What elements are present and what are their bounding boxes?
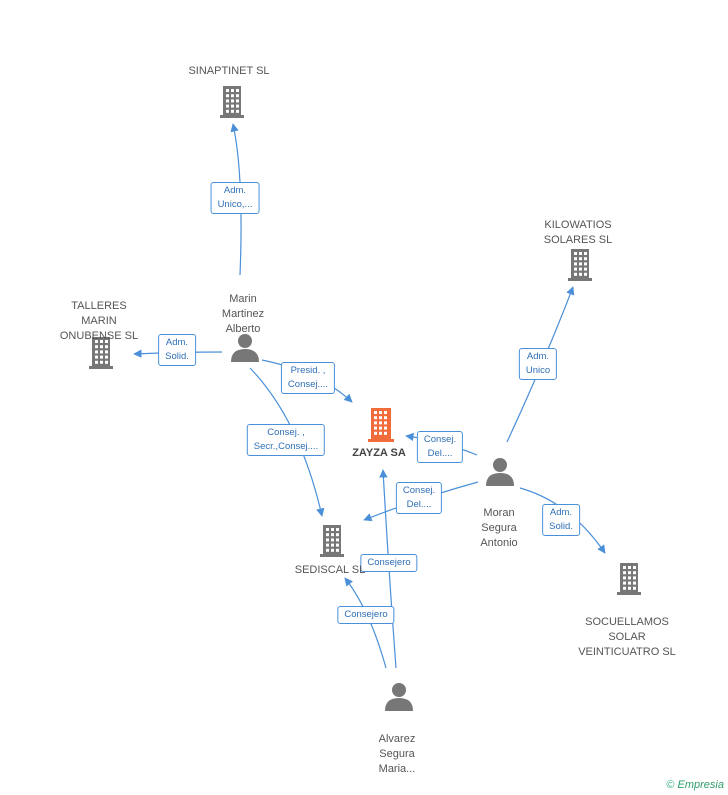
edge-label-moran-zayza[interactable]: Consej. Del.... [416, 431, 464, 463]
edge-label-moran-socuellamos[interactable]: Adm. Solid. [542, 504, 580, 536]
building-icon-kilowatios[interactable] [568, 249, 592, 281]
edge-label-alvarez-zayza[interactable]: Consejero [360, 554, 418, 572]
edge-label-marin-talleres[interactable]: Adm. Solid. [158, 334, 196, 366]
building-icon-sediscal[interactable] [320, 525, 344, 557]
node-label-zayza[interactable]: ZAYZA SA [352, 447, 406, 459]
person-icon-alvarez[interactable] [385, 683, 413, 711]
edge-label-marin-sinaptinet[interactable]: Adm. Unico,... [210, 182, 260, 214]
copyright-icon: © [666, 779, 675, 791]
footer-brand[interactable]: ©Empresia [666, 779, 724, 791]
node-label-kilowatios[interactable]: KILOWATIOS SOLARES SL [543, 219, 613, 246]
building-icon-sinaptinet[interactable] [220, 86, 244, 118]
node-label-marin[interactable]: Marin Martinez Alberto [221, 293, 265, 335]
building-icon-socuellamos[interactable] [617, 563, 641, 595]
node-label-alvarez[interactable]: Alvarez Segura Maria... [378, 733, 416, 775]
edge-label-alvarez-sediscal[interactable]: Consejero [337, 606, 395, 624]
person-icon-marin[interactable] [231, 334, 259, 362]
node-label-moran[interactable]: Moran Segura Antonio [480, 507, 518, 549]
node-label-sinaptinet[interactable]: SINAPTINET SL [188, 65, 270, 77]
brand-name: Empresia [677, 779, 724, 791]
node-label-sediscal[interactable]: SEDISCAL SL [294, 564, 366, 576]
building-icon-zayza[interactable] [368, 408, 394, 442]
edge-label-marin-zayza[interactable]: Presid. , Consej.... [280, 362, 336, 394]
node-label-socuellamos[interactable]: SOCUELLAMOS SOLAR VEINTICUATRO SL [578, 616, 676, 658]
edge-label-moran-kilowatios[interactable]: Adm. Unico [518, 348, 558, 380]
node-label-talleres[interactable]: TALLERES MARIN ONUBENSE SL [59, 300, 139, 342]
edge-label-marin-sediscal[interactable]: Consej. , Secr.,Consej.... [246, 424, 326, 456]
edge-label-moran-sediscal[interactable]: Consej. Del.... [395, 482, 443, 514]
building-icon-talleres[interactable] [89, 337, 113, 369]
person-icon-moran[interactable] [486, 458, 514, 486]
